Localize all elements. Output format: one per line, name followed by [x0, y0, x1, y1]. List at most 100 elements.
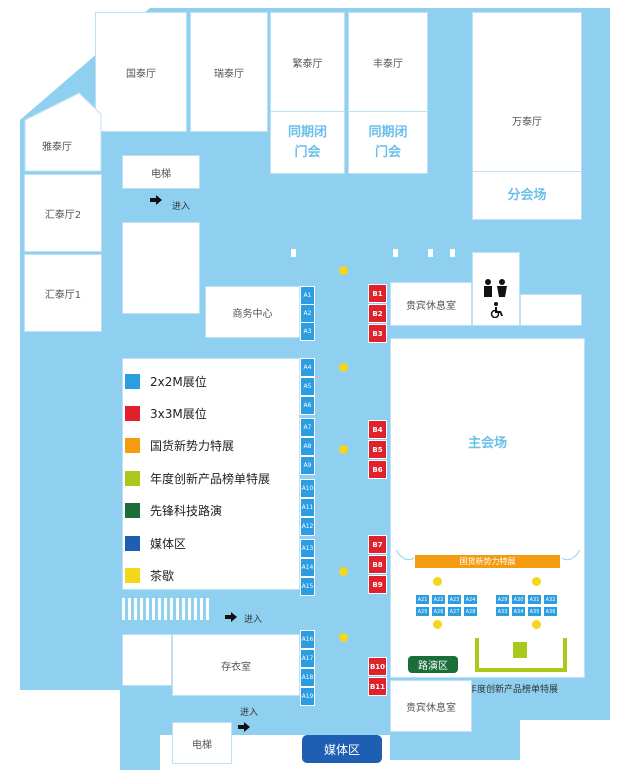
room-business-center: 商务中心: [205, 286, 300, 338]
booth-small[interactable]: A36: [543, 606, 558, 617]
room-huitai1: 汇泰厅1: [24, 254, 102, 332]
booth-2x2[interactable]: A18: [300, 668, 315, 687]
legend-item-roadshow: 先锋科技路演: [125, 502, 222, 518]
corridor-marker: [450, 249, 455, 257]
booth-2x2[interactable]: A10: [300, 479, 315, 498]
legend-swatch: [125, 535, 140, 551]
booth-2x2[interactable]: A1: [300, 286, 315, 305]
booth-small[interactable]: A26: [431, 606, 446, 617]
tea-break-dot: [339, 633, 348, 642]
room-vip-lounge-top: 贵宾休息室: [390, 282, 472, 326]
room-elevator-top: 电梯: [122, 155, 200, 189]
tea-break-dot: [339, 363, 348, 372]
domestic-exhibit-banner: 国货新势力特展: [415, 555, 560, 568]
roadshow-area: 路演区: [408, 656, 458, 673]
wheelchair-icon: [490, 302, 503, 318]
room-fengtai: 丰泰厅: [348, 12, 428, 112]
legend-item-2x2: 2x2M展位: [125, 373, 207, 389]
lounge-extension: [520, 294, 582, 326]
booth-3x3[interactable]: B11: [368, 677, 387, 696]
entrance-label-2: 进入: [244, 615, 263, 625]
legend-item-annual: 年度创新产品榜单特展: [125, 470, 270, 486]
booth-2x2[interactable]: A16: [300, 630, 315, 649]
booth-2x2[interactable]: A5: [300, 377, 315, 396]
booth-2x2[interactable]: A9: [300, 456, 315, 475]
service-block: [122, 222, 200, 314]
booth-3x3[interactable]: B2: [368, 304, 387, 323]
legend-item-domestic: 国货新势力特展: [125, 437, 234, 453]
booth-2x2[interactable]: A17: [300, 649, 315, 668]
booth-small[interactable]: A33: [495, 606, 510, 617]
booth-small[interactable]: A25: [415, 606, 430, 617]
room-closed-meeting-1: 同期闭门会: [270, 112, 345, 174]
entrance-label-1: 进入: [172, 202, 191, 212]
booth-2x2[interactable]: A6: [300, 396, 315, 415]
booth-2x2[interactable]: A8: [300, 437, 315, 456]
booth-small[interactable]: A29: [495, 594, 510, 605]
booth-small[interactable]: A34: [511, 606, 526, 617]
booth-small[interactable]: A22: [431, 594, 446, 605]
room-guotai: 国泰厅: [95, 12, 187, 132]
booth-2x2[interactable]: A11: [300, 498, 315, 517]
restroom-block: [472, 252, 520, 326]
corridor-marker: [428, 249, 433, 257]
booth-2x2[interactable]: A13: [300, 539, 315, 558]
entrance-label-3: 进入: [240, 708, 259, 718]
cloakroom-side: [122, 634, 172, 686]
room-sub-venue: 分会场: [472, 172, 582, 220]
legend-item-tea: 茶歇: [125, 567, 174, 583]
entrance-arrow-icon: [238, 722, 250, 732]
booth-small[interactable]: A35: [527, 606, 542, 617]
annual-exhibit-area: [475, 638, 567, 672]
booth-3x3[interactable]: B4: [368, 420, 387, 439]
booth-2x2[interactable]: A12: [300, 517, 315, 536]
room-wantai: 万泰厅: [472, 12, 582, 172]
booth-small[interactable]: A30: [511, 594, 526, 605]
room-yatai: 雅泰厅: [24, 92, 102, 172]
booth-3x3[interactable]: B7: [368, 535, 387, 554]
booth-3x3[interactable]: B6: [368, 460, 387, 479]
room-ruitai: 瑞泰厅: [190, 12, 268, 132]
room-closed-meeting-2: 同期闭门会: [348, 112, 428, 174]
booth-small[interactable]: A27: [447, 606, 462, 617]
legend-swatch: [125, 437, 140, 453]
booth-2x2[interactable]: A4: [300, 358, 315, 377]
media-area[interactable]: 媒体区: [302, 735, 382, 763]
room-vip-lounge-bottom: 贵宾休息室: [390, 680, 472, 732]
booth-2x2[interactable]: A2: [300, 304, 315, 323]
booth-3x3[interactable]: B8: [368, 555, 387, 574]
booth-3x3[interactable]: B1: [368, 284, 387, 303]
booth-2x2[interactable]: A15: [300, 577, 315, 596]
booth-2x2[interactable]: A7: [300, 418, 315, 437]
tea-break-dot: [532, 577, 541, 586]
legend-panel: [122, 358, 300, 590]
stage-curtain-right: [562, 550, 580, 561]
tea-break-dot: [339, 445, 348, 454]
booth-small[interactable]: A24: [463, 594, 478, 605]
stairs: [122, 598, 212, 620]
booth-3x3[interactable]: B3: [368, 324, 387, 343]
legend-swatch: [125, 502, 140, 518]
booth-small[interactable]: A28: [463, 606, 478, 617]
tea-break-dot: [339, 266, 348, 275]
booth-2x2[interactable]: A19: [300, 687, 315, 706]
booth-small[interactable]: A23: [447, 594, 462, 605]
booth-2x2[interactable]: A14: [300, 558, 315, 577]
entrance-arrow-icon: [150, 195, 162, 205]
tea-break-dot: [532, 620, 541, 629]
booth-small[interactable]: A21: [415, 594, 430, 605]
tea-break-dot: [433, 620, 442, 629]
room-fantai: 繁泰厅: [270, 12, 345, 112]
booth-small[interactable]: A32: [543, 594, 558, 605]
booth-3x3[interactable]: B10: [368, 657, 387, 676]
corridor-marker: [393, 249, 398, 257]
booth-3x3[interactable]: B5: [368, 440, 387, 459]
legend-swatch: [125, 470, 140, 486]
booth-small[interactable]: A31: [527, 594, 542, 605]
booth-2x2[interactable]: A3: [300, 322, 315, 341]
legend-swatch: [125, 405, 140, 421]
annual-exhibit-label: 年度创新产品榜单特展: [468, 685, 559, 695]
booth-3x3[interactable]: B9: [368, 575, 387, 594]
legend-item-3x3: 3x3M展位: [125, 405, 207, 421]
room-cloakroom: 存衣室: [172, 634, 300, 696]
